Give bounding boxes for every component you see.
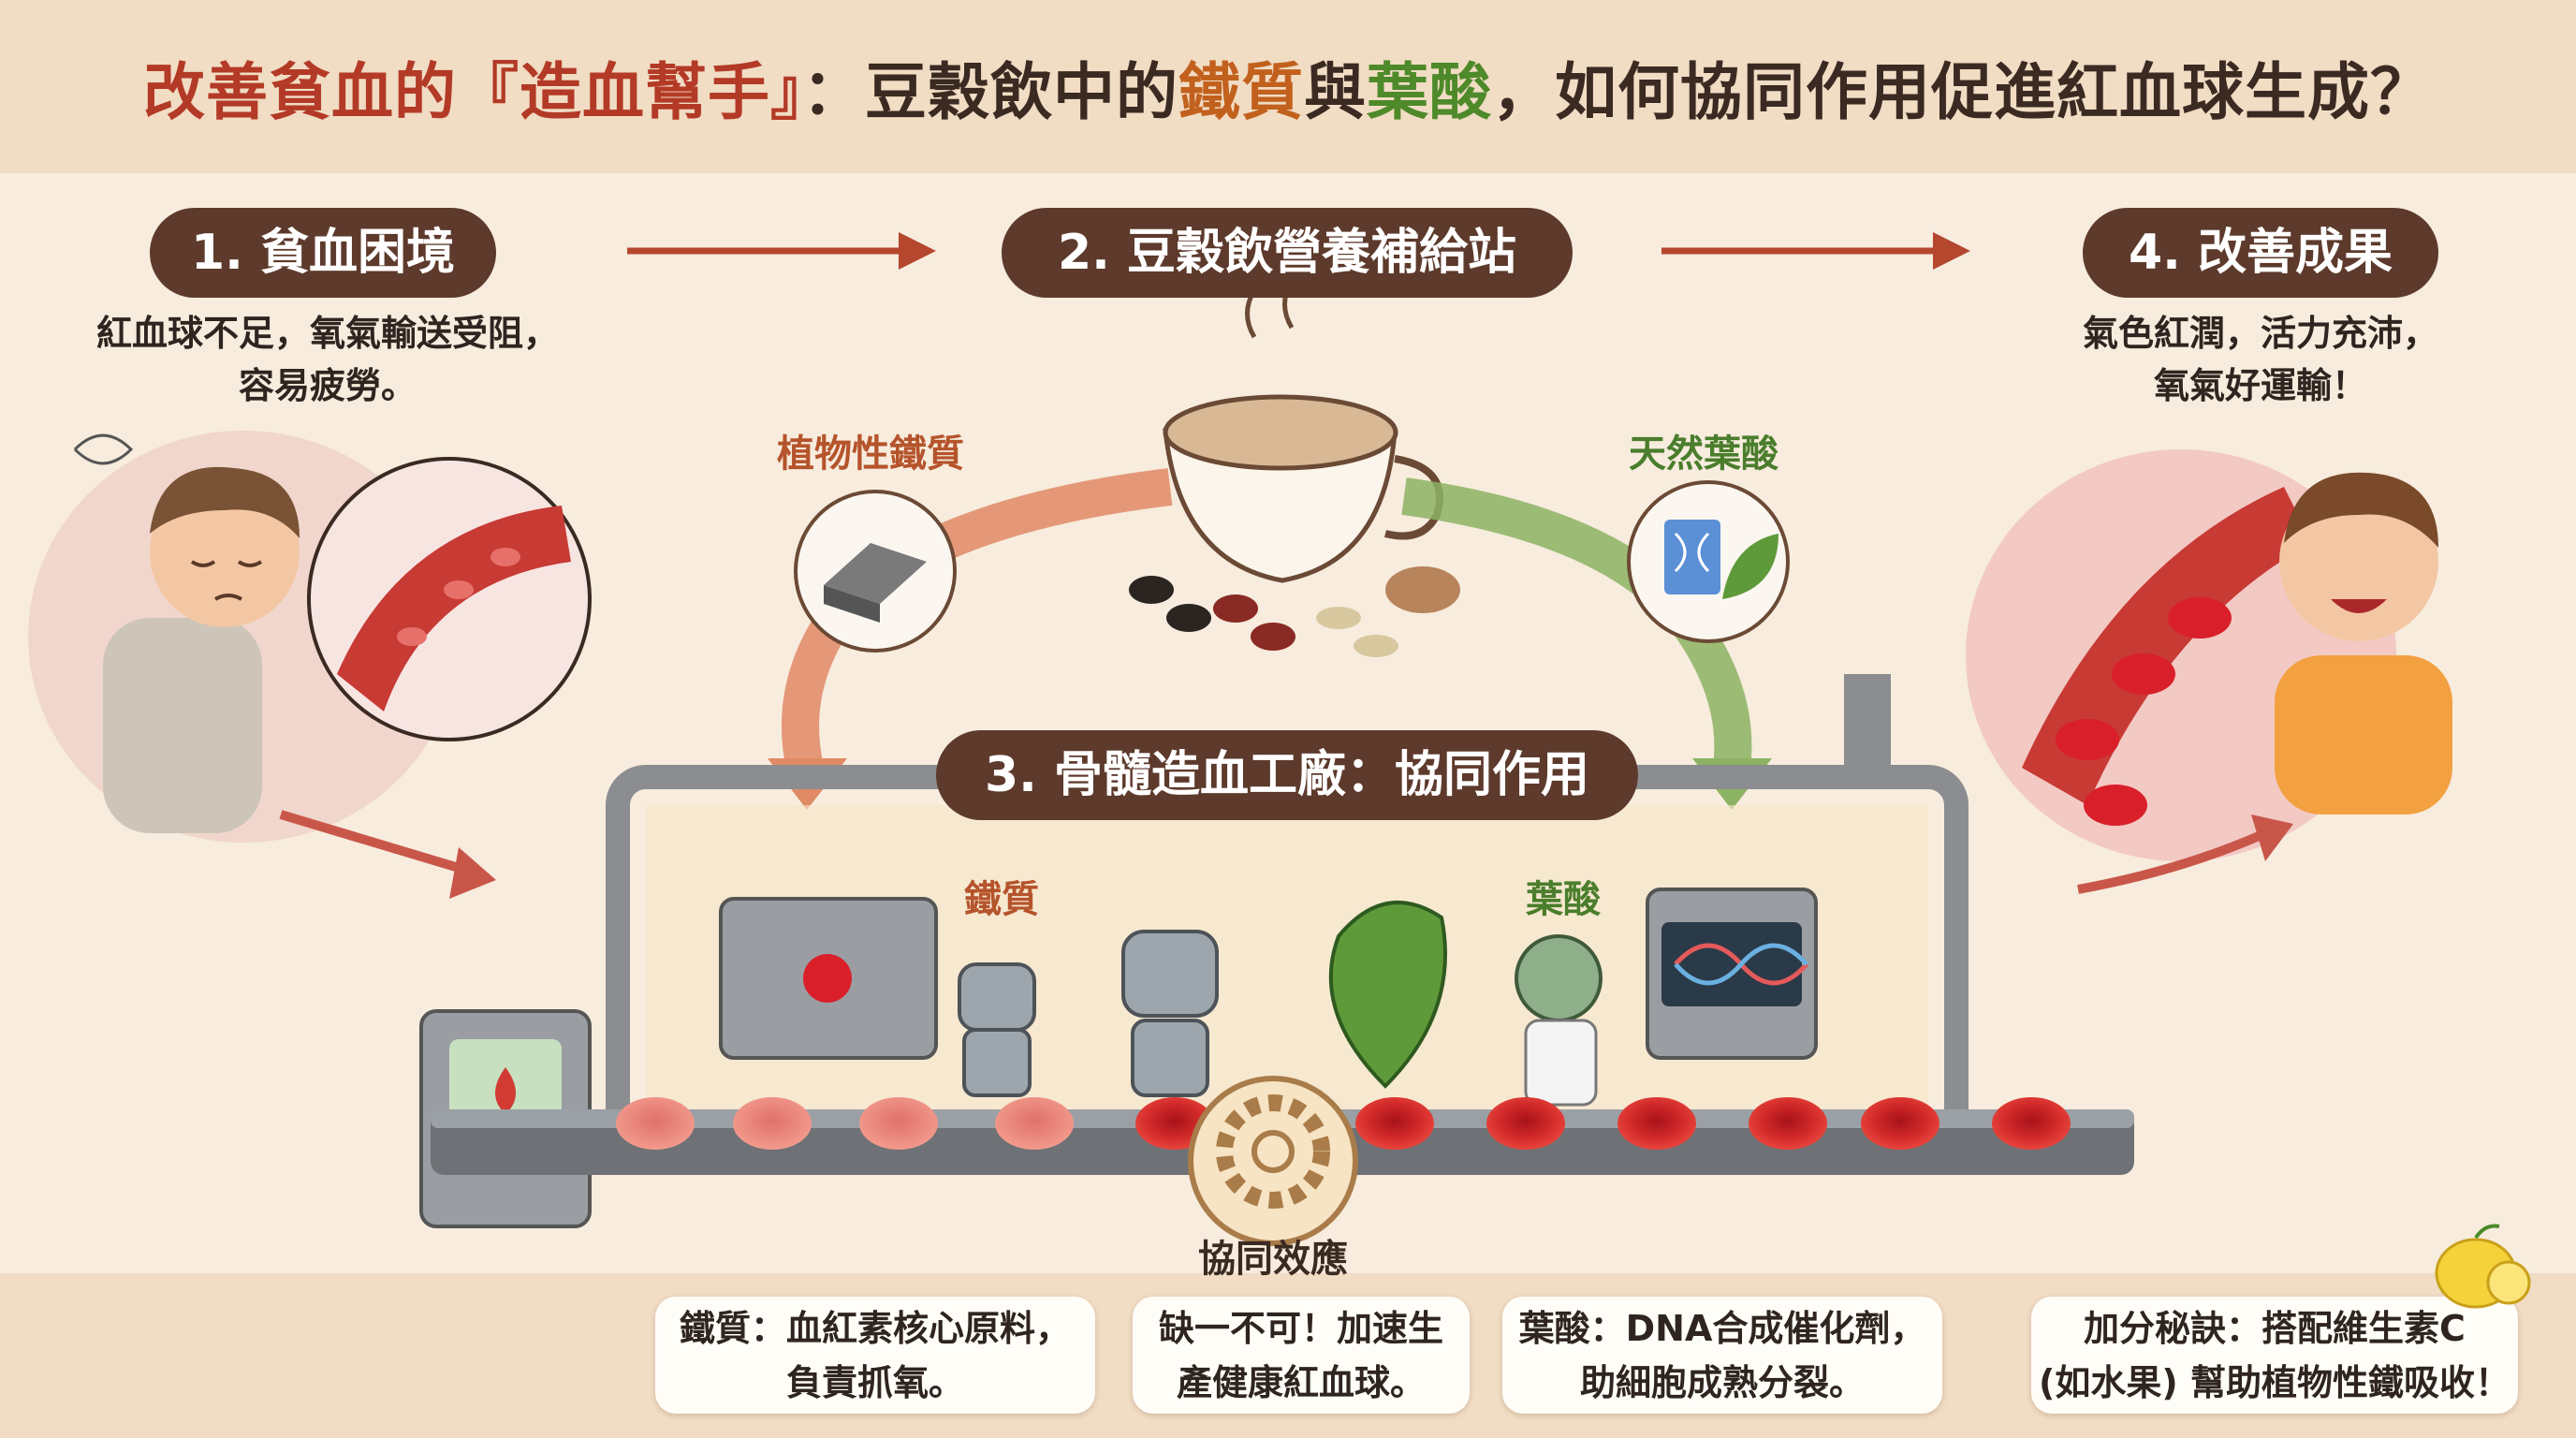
arrow-icon xyxy=(2077,829,2268,894)
folate-note: 葉酸：DNA合成催化劑， 助細胞成熟分裂。 xyxy=(1502,1297,1942,1414)
step1-caption: 紅血球不足，氧氣輸送受阻， 容易疲勞。 xyxy=(75,307,580,412)
natural-folate-label: 天然葉酸 xyxy=(1629,433,1778,476)
title-banner: 改善貧血的『造血幫手』：豆穀飲中的鐵質與葉酸，如何協同作用促進紅血球生成？ xyxy=(0,0,2576,173)
beans-grains-icon xyxy=(1129,566,1460,657)
step4-caption: 氣色紅潤，活力充沛， 氧氣好運輸！ xyxy=(2003,307,2518,412)
iron-note-line2: 負責抓氧。 xyxy=(785,1361,964,1403)
arrow-icon xyxy=(1661,232,1970,270)
step1-caption-line1: 紅血球不足，氧氣輸送受阻， xyxy=(95,313,559,354)
plant-iron-label: 植物性鐵質 xyxy=(777,433,964,476)
tip-note-line1: 加分秘訣：搭配維生素C xyxy=(2084,1307,2466,1349)
iron-bar-icon xyxy=(794,490,957,653)
step3-label: 3. 骨髓造血工廠：協同作用 xyxy=(936,730,1638,820)
arrow-icon xyxy=(449,847,496,899)
leaf-character-icon xyxy=(1328,901,1447,1089)
lemon-icon xyxy=(2435,1224,2531,1309)
tip-note: 加分秘訣：搭配維生素C (如水果) 幫助植物性鐵吸收！ xyxy=(2031,1297,2518,1414)
iron-label: 鐵質 xyxy=(964,878,1039,921)
title-part4: ，如何協同作用促進紅血球生成？ xyxy=(1492,55,2433,128)
iron-note: 鐵質：血紅素核心原料， 負責抓氧。 xyxy=(655,1297,1095,1414)
step4-label: 4. 改善成果 xyxy=(2083,208,2438,298)
cells-on-belt xyxy=(616,1097,2071,1150)
arrow-icon xyxy=(627,232,936,270)
tip-note-line2: (如水果) 幫助植物性鐵吸收！ xyxy=(2039,1361,2510,1403)
title-part1: 改善貧血的『造血幫手』 xyxy=(143,55,802,128)
red-blood-cell-icon xyxy=(803,954,852,1003)
computer-dna-icon xyxy=(1674,943,1808,986)
title-folate: 葉酸 xyxy=(1367,55,1492,128)
robot-icon xyxy=(1121,930,1219,1097)
synergy-note-line2: 產健康紅血球。 xyxy=(1176,1361,1426,1403)
synergy-note-line1: 缺一不可！加速生 xyxy=(1158,1307,1443,1349)
gear-icon xyxy=(1188,1076,1358,1246)
synergy-label: 協同效應 xyxy=(1198,1238,1348,1281)
blood-vessel-icon xyxy=(307,457,592,741)
happy-boy-icon xyxy=(2275,472,2452,814)
step1-caption-line2: 容易疲勞。 xyxy=(238,365,417,406)
dna-document-icon xyxy=(1627,480,1790,643)
title-iron: 鐵質 xyxy=(1178,55,1304,128)
robot-icon xyxy=(958,962,1036,1097)
synergy-note: 缺一不可！加速生 產健康紅血球。 xyxy=(1133,1297,1470,1414)
coffee-cup-icon xyxy=(1163,242,1443,583)
arrow-icon xyxy=(279,810,470,875)
step4-caption-line1: 氣色紅潤，活力充沛， xyxy=(2082,313,2438,354)
title-part3: 與 xyxy=(1304,55,1367,128)
step1-label: 1. 貧血困境 xyxy=(150,208,496,298)
arrow-icon xyxy=(2251,814,2293,861)
title-part2: ：豆穀飲中的 xyxy=(802,55,1178,128)
page-title: 改善貧血的『造血幫手』：豆穀飲中的鐵質與葉酸，如何協同作用促進紅血球生成？ xyxy=(143,42,2433,132)
step4-caption-line2: 氧氣好運輸！ xyxy=(2153,365,2367,406)
scientist-icon xyxy=(1515,934,1603,1107)
iron-note-line1: 鐵質：血紅素核心原料， xyxy=(679,1307,1071,1349)
folate-note-line2: 助細胞成熟分裂。 xyxy=(1579,1361,1865,1403)
folate-label: 葉酸 xyxy=(1526,878,1601,921)
step2-label: 2. 豆穀飲營養補給站 xyxy=(1002,208,1573,298)
leaf-icon xyxy=(1722,534,1778,599)
folate-note-line1: 葉酸：DNA合成催化劑， xyxy=(1518,1307,1926,1349)
